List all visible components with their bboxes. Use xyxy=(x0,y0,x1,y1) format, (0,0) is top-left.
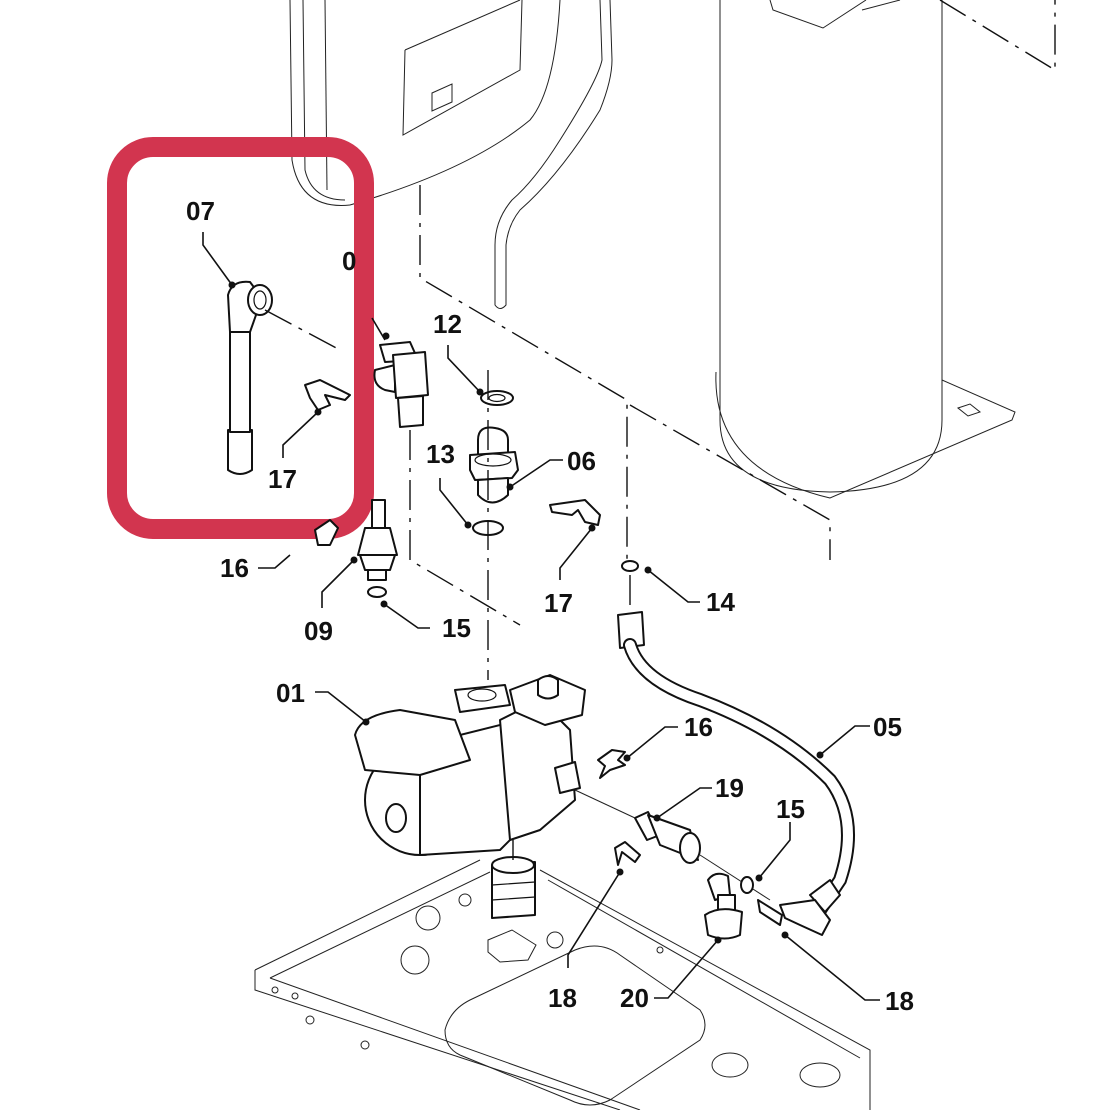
callout-14: 14 xyxy=(706,587,735,617)
callout-18-left: 18 xyxy=(548,983,577,1013)
part-17-clip-left xyxy=(304,379,351,411)
callout-0x: 0 xyxy=(342,246,356,276)
callout-06: 06 xyxy=(567,446,596,476)
part-15-ring-right xyxy=(740,876,754,894)
part-07-pipe xyxy=(227,280,341,475)
part-16-clip-left xyxy=(314,519,339,546)
leader-lines xyxy=(202,232,880,1001)
callout-17-right: 17 xyxy=(544,588,573,618)
callout-18-right: 18 xyxy=(885,986,914,1016)
highlight-box xyxy=(107,137,374,539)
part-14-ring xyxy=(621,560,639,615)
part-05-hose xyxy=(617,611,855,936)
callout-19: 19 xyxy=(715,773,744,803)
part-valve-top xyxy=(373,341,521,626)
part-18-clip-right xyxy=(757,899,783,926)
callout-15-right: 15 xyxy=(776,794,805,824)
part-01-pump xyxy=(354,674,586,856)
callout-17-left: 17 xyxy=(268,464,297,494)
callout-09: 09 xyxy=(304,616,333,646)
pump-outlet-fitting xyxy=(491,840,536,919)
base-chassis xyxy=(254,859,871,1110)
parts-12-06-13 xyxy=(469,370,519,680)
part-19-sensor xyxy=(574,789,771,901)
callout-16-right: 16 xyxy=(684,712,713,742)
callout-16-left: 16 xyxy=(220,553,249,583)
callout-15-left: 15 xyxy=(442,613,471,643)
heat-exchanger xyxy=(289,0,1056,560)
part-17-clip-right xyxy=(549,499,601,526)
callout-20: 20 xyxy=(620,983,649,1013)
part-20-drain-cock xyxy=(704,872,743,940)
callout-labels: 07 0 12 13 06 17 17 16 09 15 14 01 05 16… xyxy=(186,196,914,1016)
callout-05: 05 xyxy=(873,712,902,742)
callout-07: 07 xyxy=(186,196,215,226)
part-16-clip-right xyxy=(597,749,626,779)
callout-01: 01 xyxy=(276,678,305,708)
callout-13: 13 xyxy=(426,439,455,469)
callout-12: 12 xyxy=(433,309,462,339)
part-09-valve xyxy=(357,499,398,598)
part-18-clip-left xyxy=(614,841,641,866)
expansion-vessel xyxy=(715,0,1016,499)
